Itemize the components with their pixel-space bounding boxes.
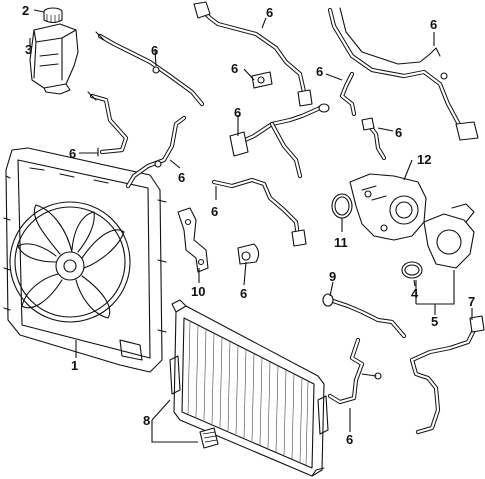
hose-lower-center: [327, 337, 382, 405]
hose-right-clamp: [361, 117, 387, 161]
callout-6-top-right: 6: [430, 17, 437, 32]
callout-9: 9: [329, 269, 336, 284]
reservoir-cap: [43, 7, 63, 24]
radiator-drain-plug: [199, 427, 219, 449]
callout-11: 11: [334, 235, 348, 250]
fan-shroud-assembly: [3, 147, 167, 373]
callout-3: 3: [25, 42, 32, 57]
thermostat-housing: [349, 173, 427, 241]
hose-top-right-tubes: [327, 7, 479, 141]
callout-12: 12: [417, 152, 431, 167]
hose-middle-lower: [211, 177, 307, 247]
hose-clamp-small: [237, 243, 260, 265]
callout-1: 1: [71, 358, 78, 373]
radiator: [169, 299, 329, 477]
callout-6-left-middle: 6: [69, 146, 76, 161]
callout-8: 8: [143, 413, 150, 428]
callout-2: 2: [22, 3, 29, 18]
callout-labels: 2 3 6 6 6 6 6 6 6 6 6 12 6 11 10 6 9 4 5…: [22, 3, 475, 447]
leader-lines: [29, 9, 473, 443]
callout-10: 10: [191, 284, 205, 299]
hose-right-bent: [339, 71, 357, 117]
hose-center-left: [125, 115, 187, 189]
o-ring: [401, 261, 423, 279]
hose-top-center: [193, 1, 313, 107]
mounting-bracket: [177, 207, 209, 273]
callout-6-clamp: 6: [240, 286, 247, 301]
callout-6-right-clamp: 6: [395, 125, 402, 140]
hose-left-middle: [87, 91, 129, 157]
hose-lower-9: [322, 293, 407, 339]
callout-4: 4: [411, 286, 419, 301]
callout-6-center-left: 6: [178, 170, 185, 185]
callout-6-right-bent: 6: [316, 64, 323, 79]
callout-5: 5: [431, 314, 438, 329]
coolant-reservoir: [29, 23, 79, 95]
hose-lower-right-7: [409, 315, 485, 435]
callout-6-upper-left: 6: [151, 43, 158, 58]
hose-small-fitting: [251, 71, 273, 89]
gasket-ring: [331, 193, 353, 219]
hose-upper-left: [95, 31, 205, 107]
callout-6-small-fitting: 6: [231, 61, 238, 76]
hose-center-large: [229, 103, 330, 179]
callout-7: 7: [468, 294, 475, 309]
water-outlet: [423, 203, 475, 269]
callout-6-lower-center: 6: [346, 432, 353, 447]
callout-6-top-center: 6: [266, 5, 273, 20]
callout-6-middle-lower: 6: [211, 204, 218, 219]
callout-6-center-large: 6: [234, 105, 241, 120]
